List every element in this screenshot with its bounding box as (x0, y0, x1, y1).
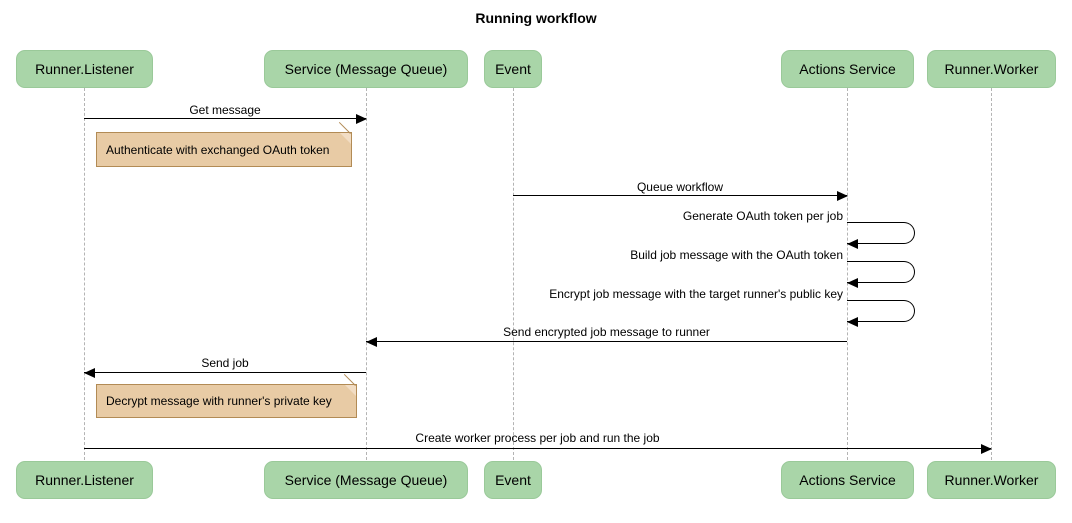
message-label-build-job-message-with-the-oauth-token: Build job message with the OAuth token (630, 248, 843, 262)
participant-runner-listener-bottom[interactable]: Runner.Listener (16, 461, 153, 499)
page-title: Running workflow (475, 10, 597, 26)
participant-label: Event (495, 472, 531, 488)
message-line-queue-workflow (513, 195, 847, 196)
arrowhead-left-send-job (84, 367, 95, 378)
participant-label: Event (495, 61, 531, 77)
participant-service-message-queue-bottom[interactable]: Service (Message Queue) (264, 461, 468, 499)
participant-label: Service (Message Queue) (284, 472, 448, 488)
message-line-send-job (84, 372, 366, 373)
message-label-queue-workflow: Queue workflow (636, 180, 724, 194)
message-label-create-worker-process-per-job-and-run-the-job: Create worker process per job and run th… (415, 431, 660, 445)
message-line-get-message (84, 118, 366, 119)
participant-event-bottom[interactable]: Event (484, 461, 542, 499)
participant-runner-listener-top[interactable]: Runner.Listener (16, 50, 153, 88)
note-fold-icon (340, 133, 351, 144)
selfloop-build-job-message-with-the-oauth-token (847, 261, 915, 283)
lifeline-service-message-queue (366, 88, 367, 460)
message-label-send-job: Send job (201, 356, 249, 370)
message-label-encrypt-job-message-with-the-target-runners-public-key: Encrypt job message with the target runn… (549, 287, 843, 301)
participant-service-message-queue-top[interactable]: Service (Message Queue) (264, 50, 468, 88)
participant-label: Service (Message Queue) (284, 61, 448, 77)
participant-runner-worker-bottom[interactable]: Runner.Worker (927, 461, 1056, 499)
note-fold-icon (345, 385, 356, 396)
message-label-get-message: Get message (189, 103, 261, 117)
selfloop-encrypt-job-message-with-the-target-runners-public-key (847, 300, 915, 322)
note-decrypt: Decrypt message with runner's private ke… (96, 373, 357, 418)
arrowhead-left-build-job-message-with-the-oauth-token (847, 278, 858, 288)
arrowhead-left-send-encrypted-job-message-to-runner (366, 336, 377, 347)
arrowhead-right-create-worker-process-per-job-and-run-the-job (981, 443, 992, 454)
participant-actions-service-bottom[interactable]: Actions Service (781, 461, 914, 499)
arrowhead-right-queue-workflow (837, 190, 848, 201)
participant-label: Actions Service (799, 472, 896, 488)
message-line-create-worker-process-per-job-and-run-the-job (84, 448, 991, 449)
arrowhead-right-get-message (356, 113, 367, 124)
arrowhead-left-generate-oauth-token-per-job (847, 239, 858, 249)
participant-actions-service-top[interactable]: Actions Service (781, 50, 914, 88)
participant-runner-worker-top[interactable]: Runner.Worker (927, 50, 1056, 88)
note-text: Authenticate with exchanged OAuth token (106, 142, 330, 157)
note-authenticate: Authenticate with exchanged OAuth token (96, 121, 352, 167)
participant-label: Runner.Worker (944, 61, 1039, 77)
message-line-send-encrypted-job-message-to-runner (366, 341, 847, 342)
participant-label: Actions Service (799, 61, 896, 77)
lifeline-runner-listener (84, 88, 85, 460)
participant-label: Runner.Worker (944, 472, 1039, 488)
lifeline-event (513, 88, 514, 460)
message-label-send-encrypted-job-message-to-runner: Send encrypted job message to runner (503, 325, 710, 339)
selfloop-generate-oauth-token-per-job (847, 222, 915, 244)
participant-label: Runner.Listener (35, 61, 134, 77)
message-label-generate-oauth-token-per-job: Generate OAuth token per job (682, 209, 843, 223)
note-text: Decrypt message with runner's private ke… (106, 394, 332, 408)
participant-event-top[interactable]: Event (484, 50, 542, 88)
arrowhead-left-encrypt-job-message-with-the-target-runners-public-key (847, 317, 858, 327)
note-fold-line-icon (344, 373, 356, 386)
note-fold-line-icon (339, 121, 351, 134)
lifeline-runner-worker (991, 88, 992, 460)
participant-label: Runner.Listener (35, 472, 134, 488)
